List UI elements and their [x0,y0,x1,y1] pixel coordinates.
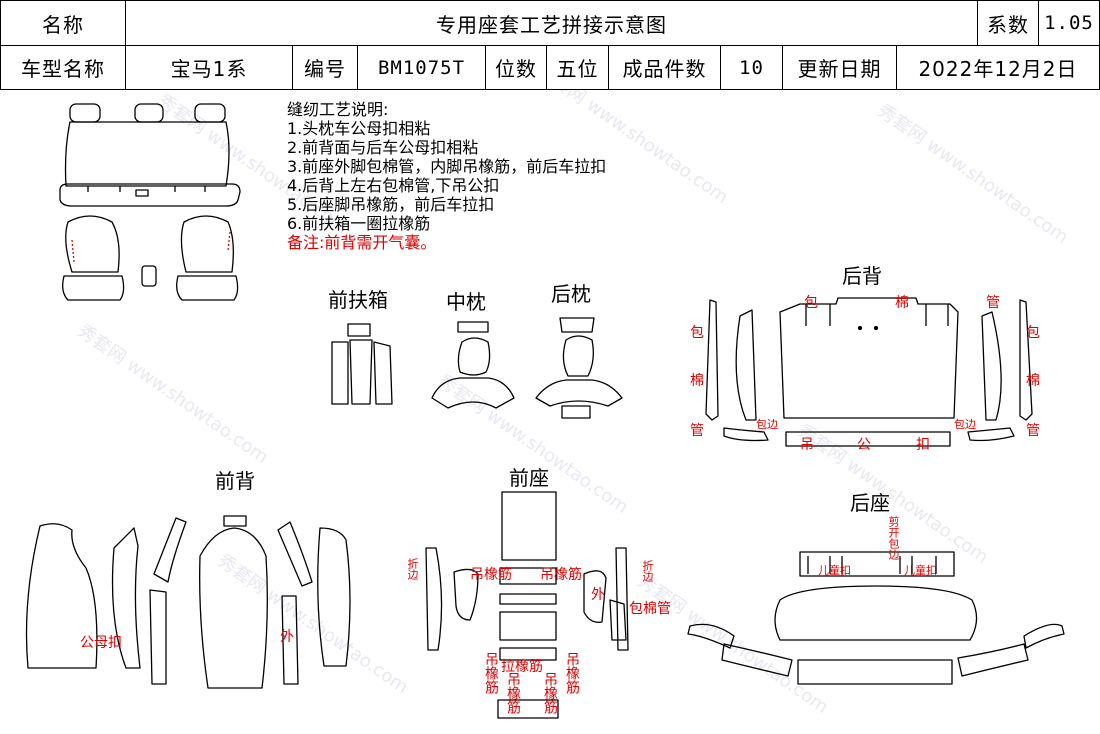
model-label: 车型名称 [0,45,126,90]
notes-remark: 备注:前背需开气囊。 [287,233,437,252]
fold-edge-label: 折边 [641,560,654,582]
wrap-tube-label: 包棉管 [629,601,671,617]
child-seat-label: 儿童扣 [904,564,937,577]
note-item: 1.头枕车公母扣相粘 [287,119,431,138]
sewing-notes: 缝纫工艺说明: 1.头枕车公母扣相粘 2.前背面与后车公母扣相粘 3.前座外脚包… [287,100,606,252]
coef-label: 系数 [977,0,1039,46]
rb-top-label: 包 [804,295,818,311]
pieces-value: 10 [720,45,783,90]
pull-elastic-label: 拉橡筋 [501,659,543,675]
code-value: BM1075T [357,45,486,90]
cut-wrap-label: 剪开包边 [887,516,900,560]
rear-seat-pattern [687,551,1065,685]
rb-bottom-label: 公 [857,437,871,453]
note-item: 4.后背上左右包棉管,下吊公扣 [287,176,500,195]
rb-right-label: 包 [1026,325,1040,341]
rb-top-label: 管 [986,295,1000,311]
code-label: 编号 [292,45,358,90]
middle-headrest-pattern [431,321,515,409]
section-front-seat: 前座 [509,466,549,490]
section-rear-headrest: 后枕 [551,282,591,306]
child-seat-label: 儿童扣 [818,564,851,577]
note-item: 3.前座外脚包棉管，内脚吊橡筋，前后车拉扣 [287,157,607,176]
notes-title: 缝纫工艺说明: [287,100,389,119]
hang-elastic-label: 吊橡筋 [483,652,499,694]
edge-wrap-label: 包边 [756,418,778,431]
note-item: 6.前扶箱一圈拉橡筋 [287,214,431,233]
rb-left-label: 棉 [690,373,704,389]
rb-bottom-label: 扣 [916,437,930,453]
seats-label: 位数 [485,45,547,90]
front-seat-pattern [425,491,629,719]
rb-left-label: 管 [690,423,704,439]
section-front-back: 前背 [215,469,255,493]
edge-wrap-label: 包边 [954,418,976,431]
note-item: 2.前背面与后车公母扣相粘 [287,138,479,157]
section-middle-headrest: 中枕 [446,290,486,314]
overview-rear-bench [59,103,241,207]
rb-left-label: 包 [690,325,704,341]
rb-right-label: 管 [1026,423,1040,439]
front-back-pattern [25,515,351,689]
section-front-armrest: 前扶箱 [328,288,388,312]
snap-label: 公母扣 [80,635,122,651]
rb-top-label: 棉 [895,295,909,311]
rear-back-pattern [705,297,1033,447]
rb-right-label: 棉 [1026,373,1040,389]
pieces-label: 成品件数 [608,45,721,90]
note-item: 5.后座脚吊橡筋，前后车拉扣 [287,195,495,214]
rear-headrest-pattern [535,317,623,419]
header-table: 名称 专用座套工艺拼接示意图 系数 1.05 车型名称 宝马1系 编号 BM10… [0,0,1100,90]
hang-elastic-label: 吊橡筋 [470,567,512,583]
front-armrest-pattern [331,323,393,405]
fold-edge-label: 折边 [406,558,419,580]
seats-value: 五位 [546,45,609,90]
overview-front-seats [62,215,239,301]
hang-elastic-label: 吊橡筋 [505,672,521,714]
section-rear-seat: 后座 [850,491,890,515]
section-rear-back: 后背 [842,264,882,288]
hang-elastic-label: 吊橡筋 [540,567,582,583]
hang-elastic-label: 吊橡筋 [542,672,558,714]
coef-value: 1.05 [1038,0,1100,46]
outer-label: 外 [280,629,294,645]
outer-label: 外 [591,587,605,603]
name-label: 名称 [0,0,126,46]
rb-bottom-label: 吊 [800,437,814,453]
hang-elastic-label: 吊橡筋 [564,652,580,694]
